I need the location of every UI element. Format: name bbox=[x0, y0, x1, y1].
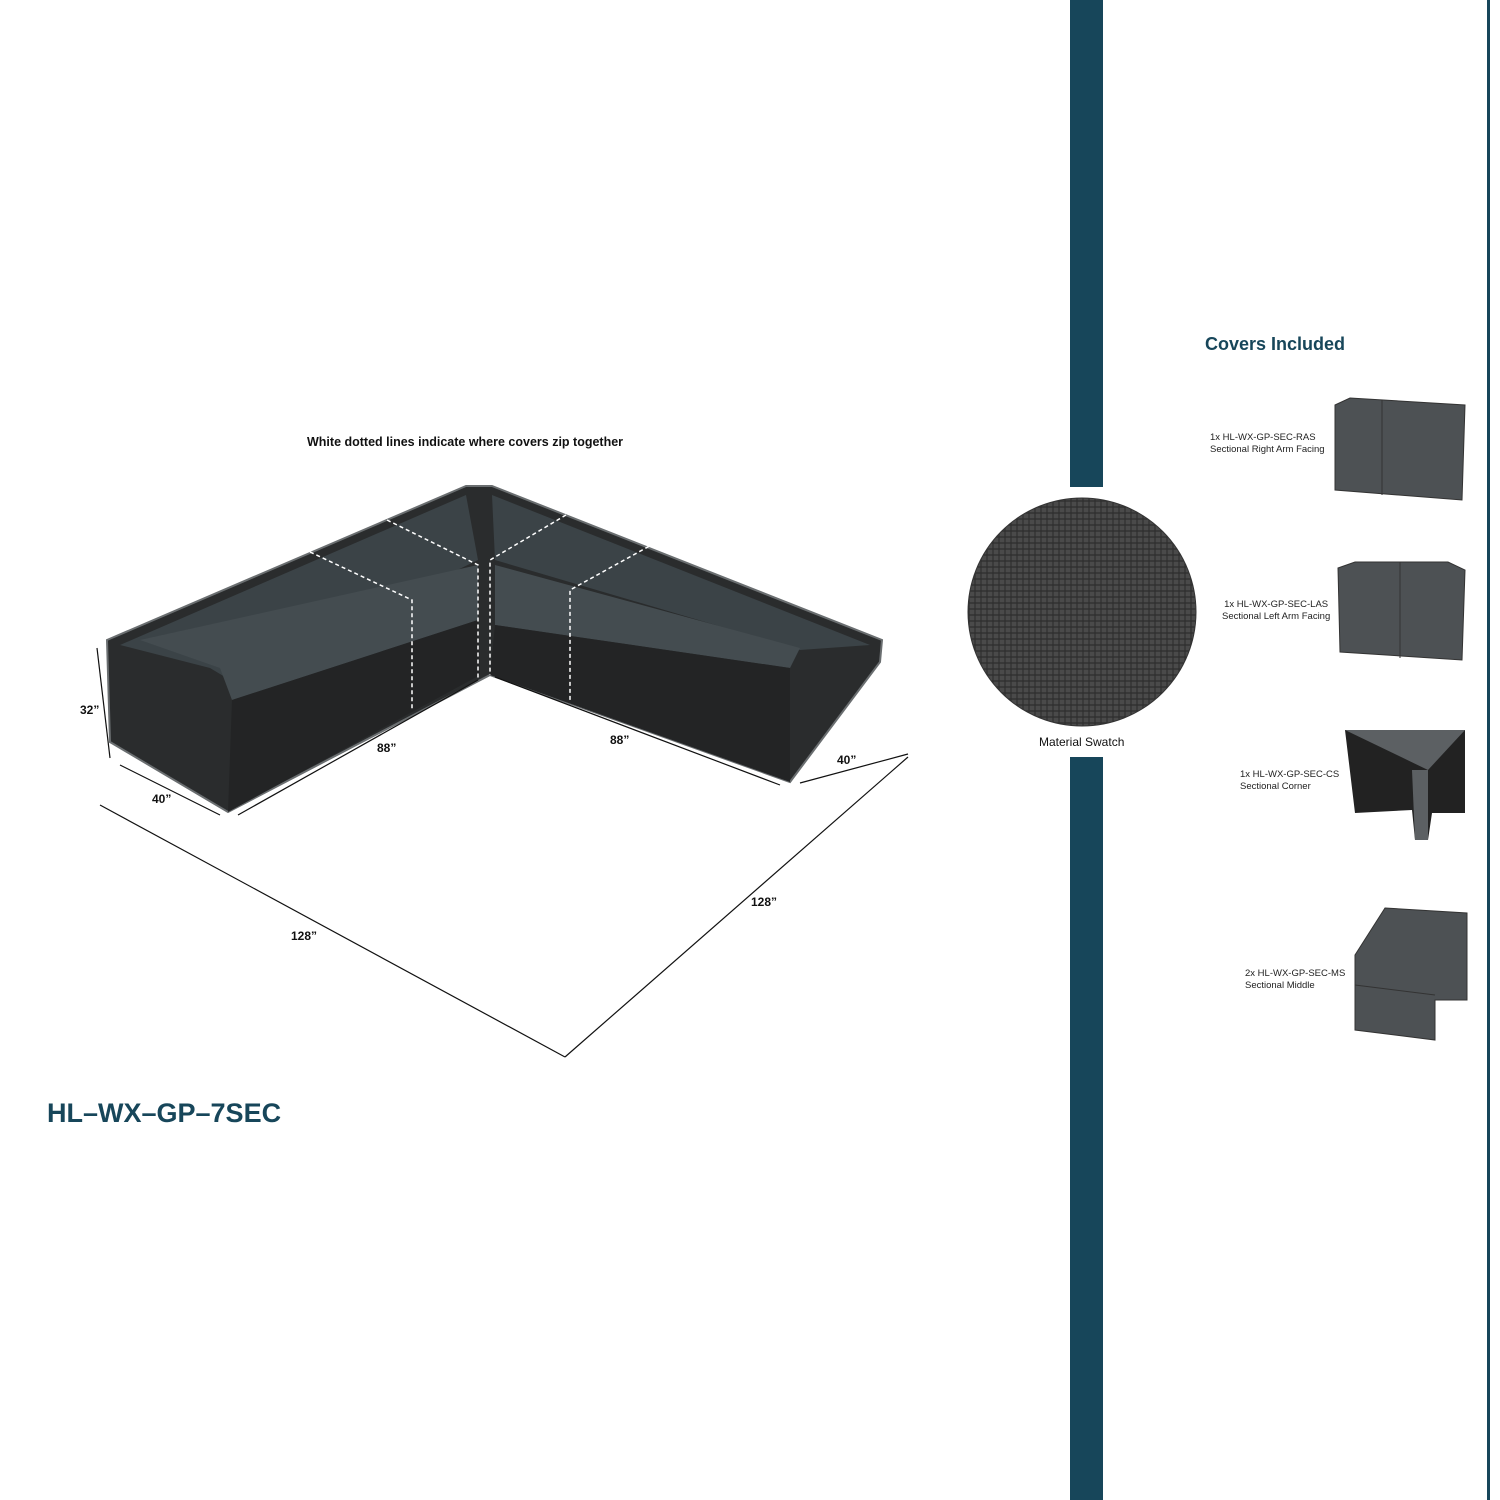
sofa-seat-left bbox=[140, 565, 478, 700]
right-edge-line bbox=[1487, 0, 1490, 1500]
dim-overall-right: 128” bbox=[751, 895, 778, 909]
sofa-back-right bbox=[492, 495, 870, 650]
dim-height: 32” bbox=[80, 703, 100, 717]
sofa-front-right bbox=[490, 625, 790, 782]
dim-overall-left: 128” bbox=[291, 929, 318, 943]
dimension-lines bbox=[96, 647, 909, 1058]
material-swatch bbox=[968, 498, 1196, 726]
covers-title: Covers Included bbox=[1205, 334, 1346, 354]
dim-depth-left: 40” bbox=[152, 792, 172, 806]
sofa-front-left bbox=[228, 620, 480, 812]
model-number: HL–WX–GP–7SEC bbox=[47, 1098, 282, 1128]
divider-bar-top bbox=[1070, 0, 1103, 487]
swatch-label: Material Swatch bbox=[1039, 735, 1125, 749]
zipper-note: White dotted lines indicate where covers… bbox=[307, 435, 624, 449]
cover-thumb-las bbox=[1337, 561, 1466, 661]
dim-seat-left: 88” bbox=[377, 741, 397, 755]
divider-bar-bottom bbox=[1070, 757, 1103, 1500]
dim-seat-right: 88” bbox=[610, 733, 630, 747]
cover-thumb-cs bbox=[1345, 730, 1465, 840]
sofa-seat-right bbox=[495, 565, 800, 668]
dim-depth-right: 40” bbox=[837, 753, 857, 767]
cover-thumb-ms bbox=[1354, 907, 1468, 1041]
cover-thumb-ras bbox=[1334, 397, 1466, 501]
zipper-lines bbox=[309, 514, 656, 710]
